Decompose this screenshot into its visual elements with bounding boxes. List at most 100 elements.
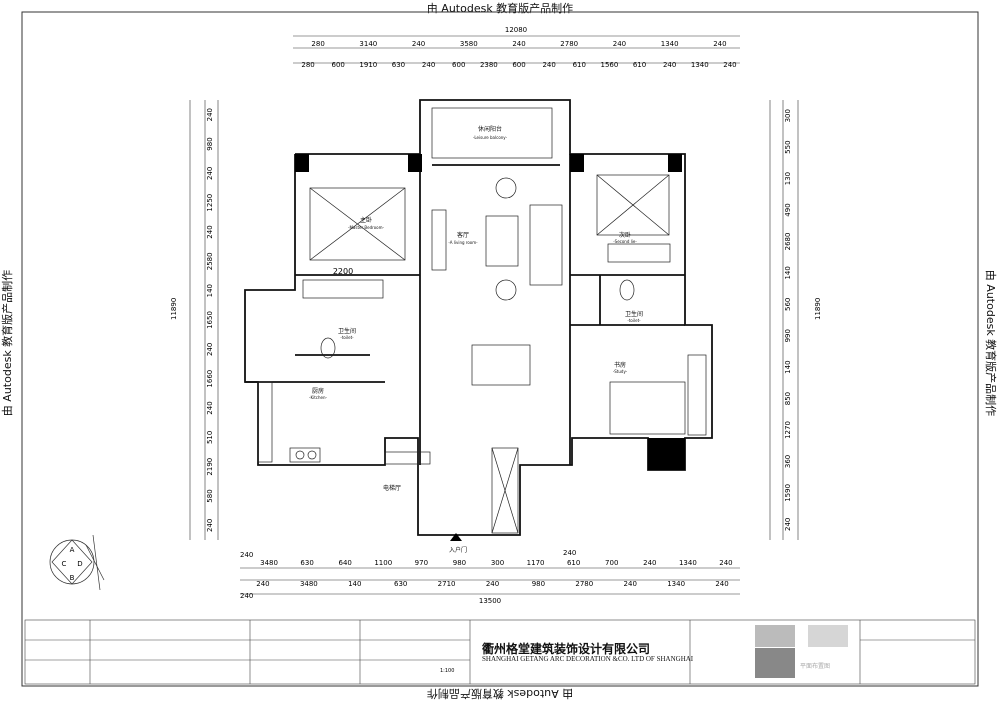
dim-label: 300 [491, 559, 504, 567]
dim-label: 640 [339, 559, 352, 567]
room-toilet2: 卫生间 [625, 310, 643, 318]
dim-label: 240 [512, 40, 525, 48]
room-balcony: 休闲阳台 [478, 125, 502, 133]
dim-label: 990 [784, 329, 792, 342]
room-living: 客厅 [457, 231, 469, 239]
dim-label: 1660 [206, 370, 214, 388]
logo-block-3 [808, 625, 848, 647]
dim-label: 140 [348, 580, 361, 588]
room-balcony-en: -Leisure balcony- [473, 135, 508, 140]
dim-label: 970 [415, 559, 428, 567]
room-entrance: 入户门 [449, 546, 467, 554]
dim-label: 580 [206, 489, 214, 502]
dim-label: 850 [784, 392, 792, 405]
dim-label: 630 [300, 559, 313, 567]
dim-bottom-total: 13500 [479, 597, 501, 605]
room-kitchen-en: -Kitchen- [309, 395, 327, 400]
top-dimensions [293, 35, 740, 64]
dim-label: 280 [301, 61, 314, 69]
dim-label: 1170 [527, 559, 545, 567]
dim-label: 550 [784, 140, 792, 153]
dim-label: 1650 [206, 311, 214, 329]
dim-label: 140 [784, 266, 792, 279]
dim-top-total: 12080 [505, 26, 527, 34]
dim-label: 630 [394, 580, 407, 588]
dim-label: 490 [784, 203, 792, 216]
room-second-en: -Second lie- [613, 239, 637, 244]
scale-text: 1:100 [440, 668, 454, 674]
dim-bottom-240b: 240 [563, 549, 576, 557]
dim-label: 240 [542, 61, 555, 69]
dim-label: 240 [663, 61, 676, 69]
dim-label: 240 [719, 559, 732, 567]
dim-label: 2780 [560, 40, 578, 48]
compass [49, 534, 105, 591]
dim-label: 2680 [784, 233, 792, 251]
dim-label: 240 [715, 580, 728, 588]
dim-label: 240 [206, 167, 214, 180]
dim-left-outer: 11890 [170, 298, 178, 320]
title-block [24, 619, 976, 685]
dim-2200: 2200 [333, 267, 353, 276]
dim-label: 610 [633, 61, 646, 69]
dim-label: 240 [206, 225, 214, 238]
dim-label: 1340 [661, 40, 679, 48]
room-master-en: -Master Bedroom- [348, 225, 384, 230]
dim-label: 140 [206, 284, 214, 297]
dim-bottom-240a: 240 [240, 551, 253, 559]
logo-block-2 [755, 648, 795, 678]
dim-bottom-240c: 240 [240, 592, 253, 600]
dim-label: 240 [206, 108, 214, 121]
dim-label: 1100 [374, 559, 392, 567]
dim-right-outer: 11890 [814, 298, 822, 320]
dim-label: 300 [784, 109, 792, 122]
dim-label: 360 [784, 455, 792, 468]
dim-label: 1270 [784, 421, 792, 439]
dim-label: 600 [452, 61, 465, 69]
dim-left-inner: 2409802401250240258014016502401660240510… [206, 108, 214, 532]
dim-label: 980 [206, 137, 214, 150]
dim-label: 240 [256, 580, 269, 588]
dim-label: 980 [532, 580, 545, 588]
room-second: 次卧 [619, 231, 631, 239]
furniture [257, 107, 707, 534]
dim-label: 140 [784, 360, 792, 373]
room-toilet1: 卫生间 [338, 327, 356, 335]
dim-label: 1340 [691, 61, 709, 69]
dim-label: 3480 [300, 580, 318, 588]
room-kitchen: 厨房 [312, 387, 324, 395]
dim-label: 240 [206, 519, 214, 532]
dim-label: 1590 [784, 484, 792, 502]
compass-letters: A C D B [62, 546, 83, 582]
dim-right-inner: 3005501304902680140560990140850127036015… [784, 109, 792, 531]
dim-label: 240 [713, 40, 726, 48]
dim-label: 1340 [667, 580, 685, 588]
dim-label: 610 [573, 61, 586, 69]
dim-label: 240 [206, 343, 214, 356]
dim-label: 3480 [260, 559, 278, 567]
dim-label: 240 [624, 580, 637, 588]
company-name-en: SHANGHAI GETANG ARC DECORATION &CO. LTD … [482, 655, 694, 663]
structural-columns [295, 154, 685, 470]
dim-label: 240 [422, 61, 435, 69]
dim-label: 280 [311, 40, 324, 48]
dim-label: 240 [486, 580, 499, 588]
dim-label: 630 [392, 61, 405, 69]
room-elevator: 电梯厅 [383, 484, 401, 492]
dim-label: 240 [613, 40, 626, 48]
company-name: 衢州格堂建筑装饰设计有限公司 [482, 642, 651, 656]
svg-text:C: C [62, 560, 67, 568]
drawing-name: 平面布置图 [800, 662, 830, 670]
dim-label: 3580 [460, 40, 478, 48]
dim-label: 600 [332, 61, 345, 69]
dim-label: 2580 [206, 252, 214, 270]
dim-label: 560 [784, 298, 792, 311]
dim-label: 610 [567, 559, 580, 567]
svg-text:D: D [77, 560, 82, 568]
dim-label: 240 [723, 61, 736, 69]
right-dimensions [769, 100, 799, 540]
dim-label: 700 [605, 559, 618, 567]
room-labels: 休闲阳台 -Leisure balcony- 客厅 -A living room… [309, 125, 643, 554]
dim-label: 240 [412, 40, 425, 48]
